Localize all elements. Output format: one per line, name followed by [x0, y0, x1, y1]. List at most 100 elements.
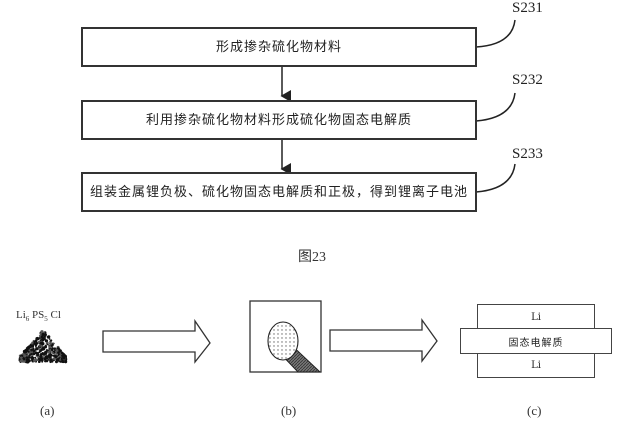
powder-particle: [20, 356, 23, 360]
powder-particle: [27, 359, 31, 363]
formula-li: Li: [16, 309, 26, 321]
powder-particle: [47, 343, 49, 346]
powder-particle: [28, 349, 31, 352]
powder-particle: [62, 352, 65, 356]
powder-particle: [41, 351, 44, 354]
powder-particle: [34, 356, 37, 359]
powder-pile-icon: [18, 330, 68, 364]
powder-particle: [49, 341, 52, 345]
powder-particle: [41, 332, 45, 337]
figure-caption: 图23: [298, 250, 326, 265]
electrolyte-label: 固态电解质: [508, 337, 564, 349]
powder-particle: [37, 340, 41, 344]
li-top-label: Li: [531, 311, 541, 323]
leader-s231: [475, 19, 516, 48]
powder-particle: [64, 359, 68, 362]
powder-particle: [47, 335, 51, 339]
formula-sub-6: 6: [25, 315, 30, 324]
leader-s233: [475, 163, 516, 193]
powder-particle: [57, 352, 60, 355]
formula-sub-5: 5: [44, 315, 48, 324]
powder-particle: [22, 349, 26, 353]
powder-particle: [60, 351, 64, 354]
powder-particle: [44, 360, 46, 363]
powder-particle: [42, 336, 45, 339]
pellet-disc: [267, 321, 299, 361]
powder-particle: [31, 342, 34, 345]
powder-particle: [35, 342, 39, 345]
powder-particle: [52, 359, 54, 362]
powder-particle: [53, 354, 57, 357]
solid-electrolyte-layer: 固态电解质: [460, 328, 612, 354]
panel-label-a: (a): [40, 403, 55, 418]
powder-particle: [49, 358, 53, 362]
powder-particle: [35, 337, 38, 340]
powder-particle: [33, 340, 36, 343]
powder-particle: [48, 345, 52, 349]
powder-particle: [50, 348, 54, 351]
powder-particle: [58, 349, 62, 353]
powder-particle: [58, 360, 60, 363]
powder-particle: [29, 348, 33, 352]
formula-cl: Cl: [47, 309, 61, 321]
powder-particle: [41, 339, 44, 342]
block-arrow-1: [102, 318, 211, 364]
powder-particle: [33, 359, 36, 363]
powder-particle: [41, 360, 44, 363]
powder-particle: [39, 355, 43, 359]
powder-particle: [51, 360, 54, 363]
powder-particle: [37, 355, 40, 359]
powder-particle: [48, 338, 51, 340]
powder-particle: [46, 341, 49, 345]
powder-particle: [29, 355, 32, 358]
powder-particle: [35, 346, 37, 348]
powder-particle: [63, 355, 66, 358]
powder-particle: [45, 345, 48, 347]
powder-particle: [38, 357, 41, 360]
powder-particle: [35, 347, 39, 351]
powder-particle: [19, 359, 23, 362]
step-box-s232: 利用掺杂硫化物材料形成硫化物固态电解质: [81, 100, 477, 140]
powder-particle: [44, 333, 47, 337]
powder-particle: [21, 354, 24, 357]
powder-particle: [23, 354, 27, 358]
powder-particle: [58, 357, 61, 359]
powder-particle: [51, 351, 54, 354]
powder-particle: [41, 348, 44, 351]
li-layer-bottom: Li: [477, 352, 595, 378]
powder-particle: [38, 348, 41, 351]
powder-particle: [58, 354, 62, 358]
powder-particle: [47, 354, 51, 358]
powder-particle: [37, 360, 41, 364]
powder-particle: [62, 356, 66, 360]
step-text-s233: 组装金属锂负极、硫化物固态电解质和正极，得到锂离子电池: [89, 184, 468, 200]
powder-particle: [30, 353, 33, 356]
step-label-s231: S231: [512, 0, 543, 16]
powder-particle: [54, 356, 57, 359]
powder-particle: [31, 344, 35, 348]
powder-particle: [45, 359, 49, 363]
powder-particle: [25, 360, 29, 363]
powder-particle: [56, 347, 59, 350]
powder-particle: [41, 342, 45, 346]
panel-label-b: (b): [281, 403, 297, 418]
powder-particle: [27, 350, 30, 353]
powder-particle: [50, 339, 53, 342]
step-label-s232: S232: [512, 72, 543, 88]
powder-particle: [30, 359, 33, 361]
powder-particle: [36, 353, 40, 357]
step-text-s232: 利用掺杂硫化物材料形成硫化物固态电解质: [145, 112, 412, 128]
powder-particle: [38, 334, 41, 337]
step-label-s233: S233: [512, 146, 543, 162]
step-text-s231: 形成掺杂硫化物材料: [215, 39, 342, 55]
step-box-s233: 组装金属锂负极、硫化物固态电解质和正极，得到锂离子电池: [81, 172, 477, 212]
powder-particle: [40, 357, 44, 362]
panel-label-c: (c): [527, 403, 542, 418]
leader-s232: [475, 92, 516, 122]
formula-ps: PS: [29, 309, 45, 321]
formula-label: Li6 PS5 Cl: [16, 309, 61, 323]
powder-particle: [44, 357, 47, 360]
powder-particle: [52, 357, 56, 361]
step-box-s231: 形成掺杂硫化物材料: [81, 27, 477, 67]
